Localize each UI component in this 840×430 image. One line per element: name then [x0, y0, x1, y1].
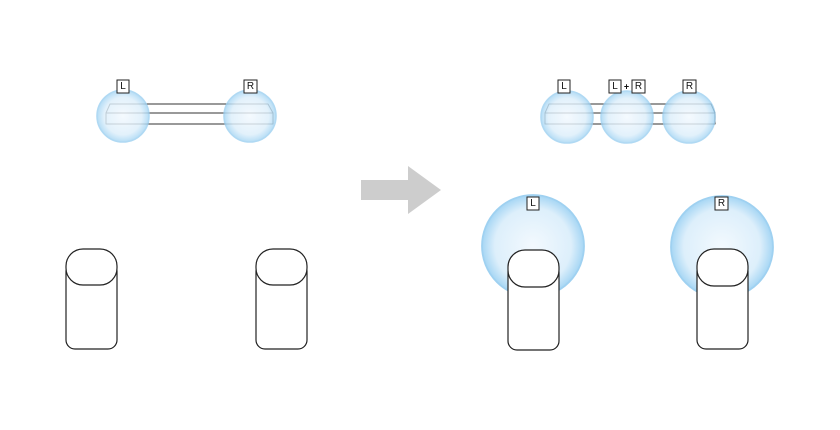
speaker-icon	[507, 249, 560, 351]
label-text: R	[635, 81, 642, 92]
after-setup: L L + R R L	[481, 79, 774, 351]
channel-label-right: R	[682, 79, 697, 94]
label-text: L	[612, 81, 618, 92]
sound-field-icon	[223, 89, 277, 143]
speaker-icon	[255, 248, 308, 350]
rear-left-speaker: L	[481, 194, 585, 351]
label-text: R	[686, 81, 693, 92]
arrow-right-icon	[361, 166, 441, 214]
speaker-icon	[65, 248, 118, 350]
speaker-cap	[255, 248, 308, 286]
label-text: L	[561, 81, 567, 92]
label-box	[526, 196, 540, 211]
label-box	[116, 79, 130, 94]
speaker-cap	[696, 248, 749, 287]
speaker-cap	[65, 248, 118, 286]
label-box	[608, 79, 622, 94]
label-text: L	[120, 81, 126, 92]
label-box	[714, 196, 729, 211]
label-box	[557, 79, 571, 94]
label-text: R	[718, 198, 725, 209]
channel-label-right: R	[243, 79, 258, 94]
plus-sign: +	[624, 82, 629, 92]
speaker-cap	[507, 249, 560, 288]
rear-right-speaker: R	[670, 195, 774, 350]
before-setup: L R	[65, 79, 308, 350]
sound-field-icon	[600, 90, 654, 144]
channel-label-left: L	[116, 79, 130, 94]
label-box	[243, 79, 258, 94]
channel-label-center: L + R	[608, 79, 646, 94]
sound-field-icon	[96, 89, 150, 143]
label-box	[631, 79, 646, 94]
speaker-icon	[696, 248, 749, 350]
label-text: L	[530, 198, 536, 209]
sound-field-icon	[540, 90, 594, 144]
label-text: R	[247, 81, 254, 92]
sound-field-icon	[662, 90, 716, 144]
channel-label-left: L	[557, 79, 571, 94]
label-box	[682, 79, 697, 94]
